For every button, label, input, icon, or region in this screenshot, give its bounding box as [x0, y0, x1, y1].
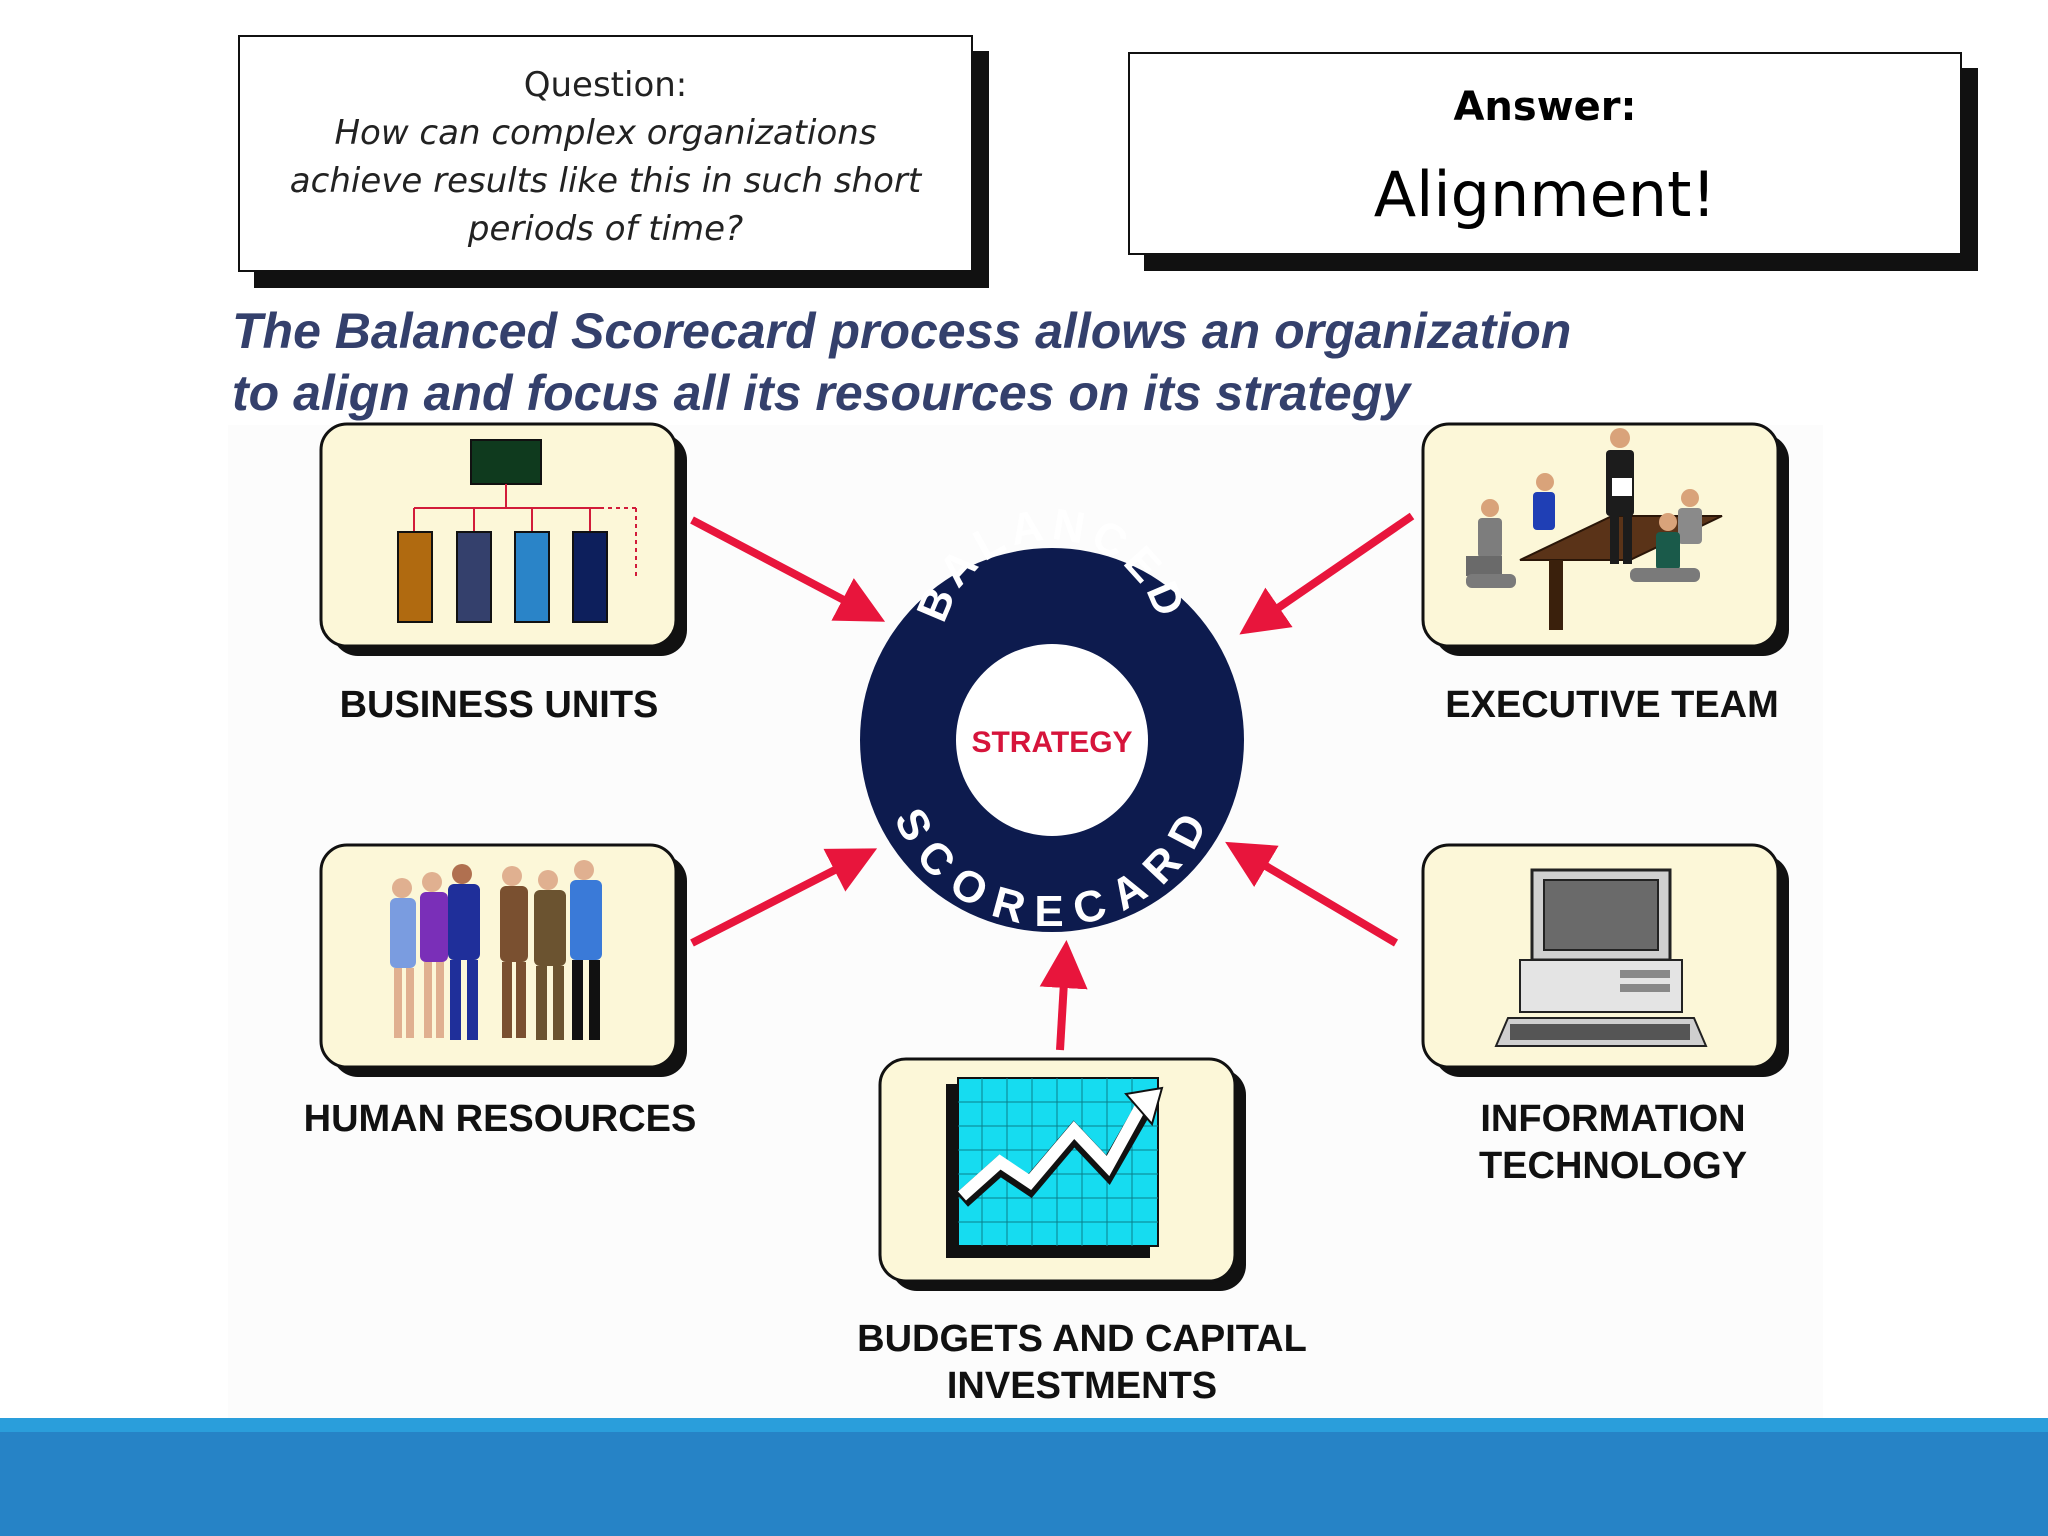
human-resources-label: HUMAN RESOURCES [304, 1098, 697, 1140]
node-human-resources: HUMAN RESOURCES [304, 843, 697, 1140]
budgets-label-line-2: INVESTMENTS [947, 1365, 1217, 1407]
arrow-human-resources [690, 848, 878, 947]
footer-bar [0, 1418, 2048, 1536]
headline-line-1: The Balanced Scorecard process allows an… [232, 303, 1572, 359]
executive-team-label: EXECUTIVE TEAM [1445, 684, 1779, 726]
question-text: How can complex organizations achieve re… [289, 113, 922, 249]
hub-center-text: STRATEGY [971, 726, 1132, 759]
footer-accent-line [0, 1418, 2048, 1432]
arrow-business-units [690, 516, 886, 622]
answer-text: Alignment! [1373, 158, 1717, 231]
budgets-label-line-1: BUDGETS AND CAPITAL [857, 1318, 1307, 1360]
business-units-label: BUSINESS UNITS [340, 684, 659, 726]
hub-center [956, 644, 1148, 836]
headline-line-2: to align and focus all its resources on … [232, 365, 1411, 421]
arrow-executive-team [1239, 512, 1415, 635]
information-technology-label-line-1: INFORMATION [1480, 1098, 1745, 1140]
information-technology-label-line-2: TECHNOLOGY [1479, 1145, 1747, 1187]
node-budgets: BUDGETS AND CAPITAL INVESTMENTS [857, 1057, 1307, 1407]
computer-icon [1494, 868, 1708, 1047]
arrows [690, 512, 1415, 1051]
answer-label: Answer: [1453, 84, 1637, 130]
headline: The Balanced Scorecard process allows an… [232, 300, 1792, 424]
node-executive-team: EXECUTIVE TEAM [1421, 422, 1789, 726]
scorecard-hub: BALANCED SCORECARD STRATEGY [860, 500, 1244, 936]
arrow-information-technology [1225, 841, 1399, 947]
question-callout: Question: How can complex organizations … [238, 35, 973, 272]
growth-chart-icon [946, 1077, 1164, 1258]
arrow-budgets [1039, 940, 1088, 1051]
question-label: Question: [523, 65, 688, 105]
answer-callout: Answer: Alignment! [1128, 52, 1962, 255]
node-information-technology: INFORMATION TECHNOLOGY [1421, 843, 1789, 1187]
meeting-table-icon [1466, 428, 1723, 630]
node-business-units: BUSINESS UNITS [319, 422, 687, 726]
people-group-icon [390, 860, 602, 1040]
org-chart-icon [397, 439, 637, 623]
